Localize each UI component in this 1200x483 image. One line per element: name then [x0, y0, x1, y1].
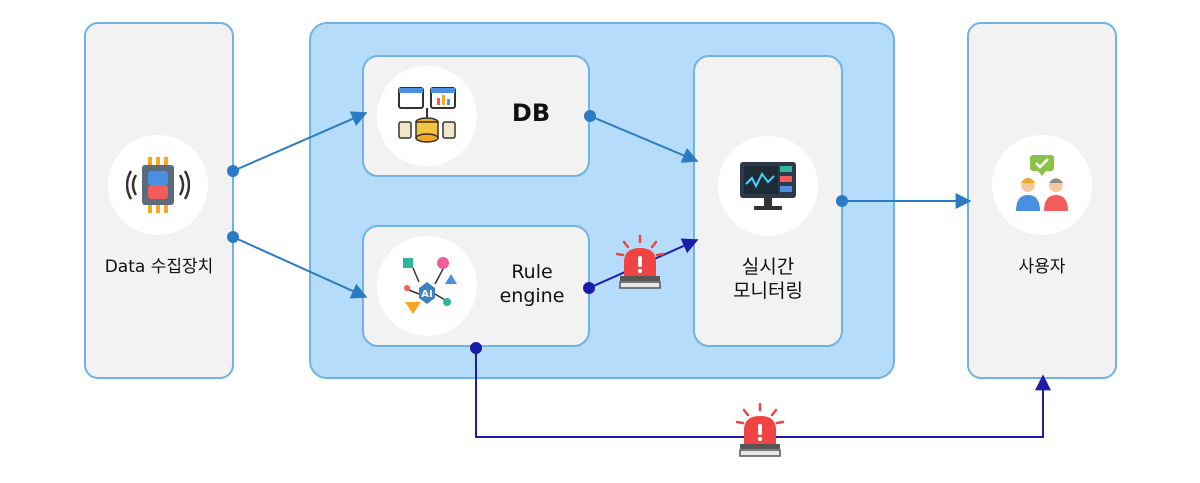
ai-rule-engine-icon: AI — [403, 257, 457, 314]
monitoring-label-line1: 실시간 — [741, 256, 795, 278]
monitor-screen-icon — [740, 162, 796, 210]
db-icon-circle — [377, 66, 477, 166]
edge-device-to-db — [227, 111, 368, 177]
monitoring-label: 실시간 모니터링 — [693, 255, 843, 303]
rule-engine-label-line2: engine — [499, 285, 565, 307]
monitoring-icon-circle — [718, 136, 818, 236]
monitoring-label-line2: 모니터링 — [733, 280, 803, 302]
edge-device-to-rule-engine — [227, 231, 368, 299]
users-chat-icon — [1016, 155, 1068, 211]
siren-alarm-icon — [735, 402, 785, 457]
database-icon — [398, 87, 456, 143]
sensor-chip-icon — [126, 157, 190, 213]
siren-alarm-icon — [615, 234, 665, 289]
edge-db-to-monitoring — [584, 110, 699, 163]
user-label: 사용자 — [1018, 257, 1066, 277]
rule-engine-label-line1: Rule — [511, 261, 553, 283]
rule-engine-label: Rule engine — [482, 260, 582, 308]
device-label: Data 수집장치 — [104, 257, 214, 277]
db-label: DB — [511, 99, 551, 127]
device-icon-circle — [108, 135, 208, 235]
svg-text:AI: AI — [421, 289, 432, 300]
edge-monitoring-to-user — [836, 193, 972, 209]
user-icon-circle — [992, 135, 1092, 235]
rule-engine-icon-circle: AI — [377, 236, 477, 336]
